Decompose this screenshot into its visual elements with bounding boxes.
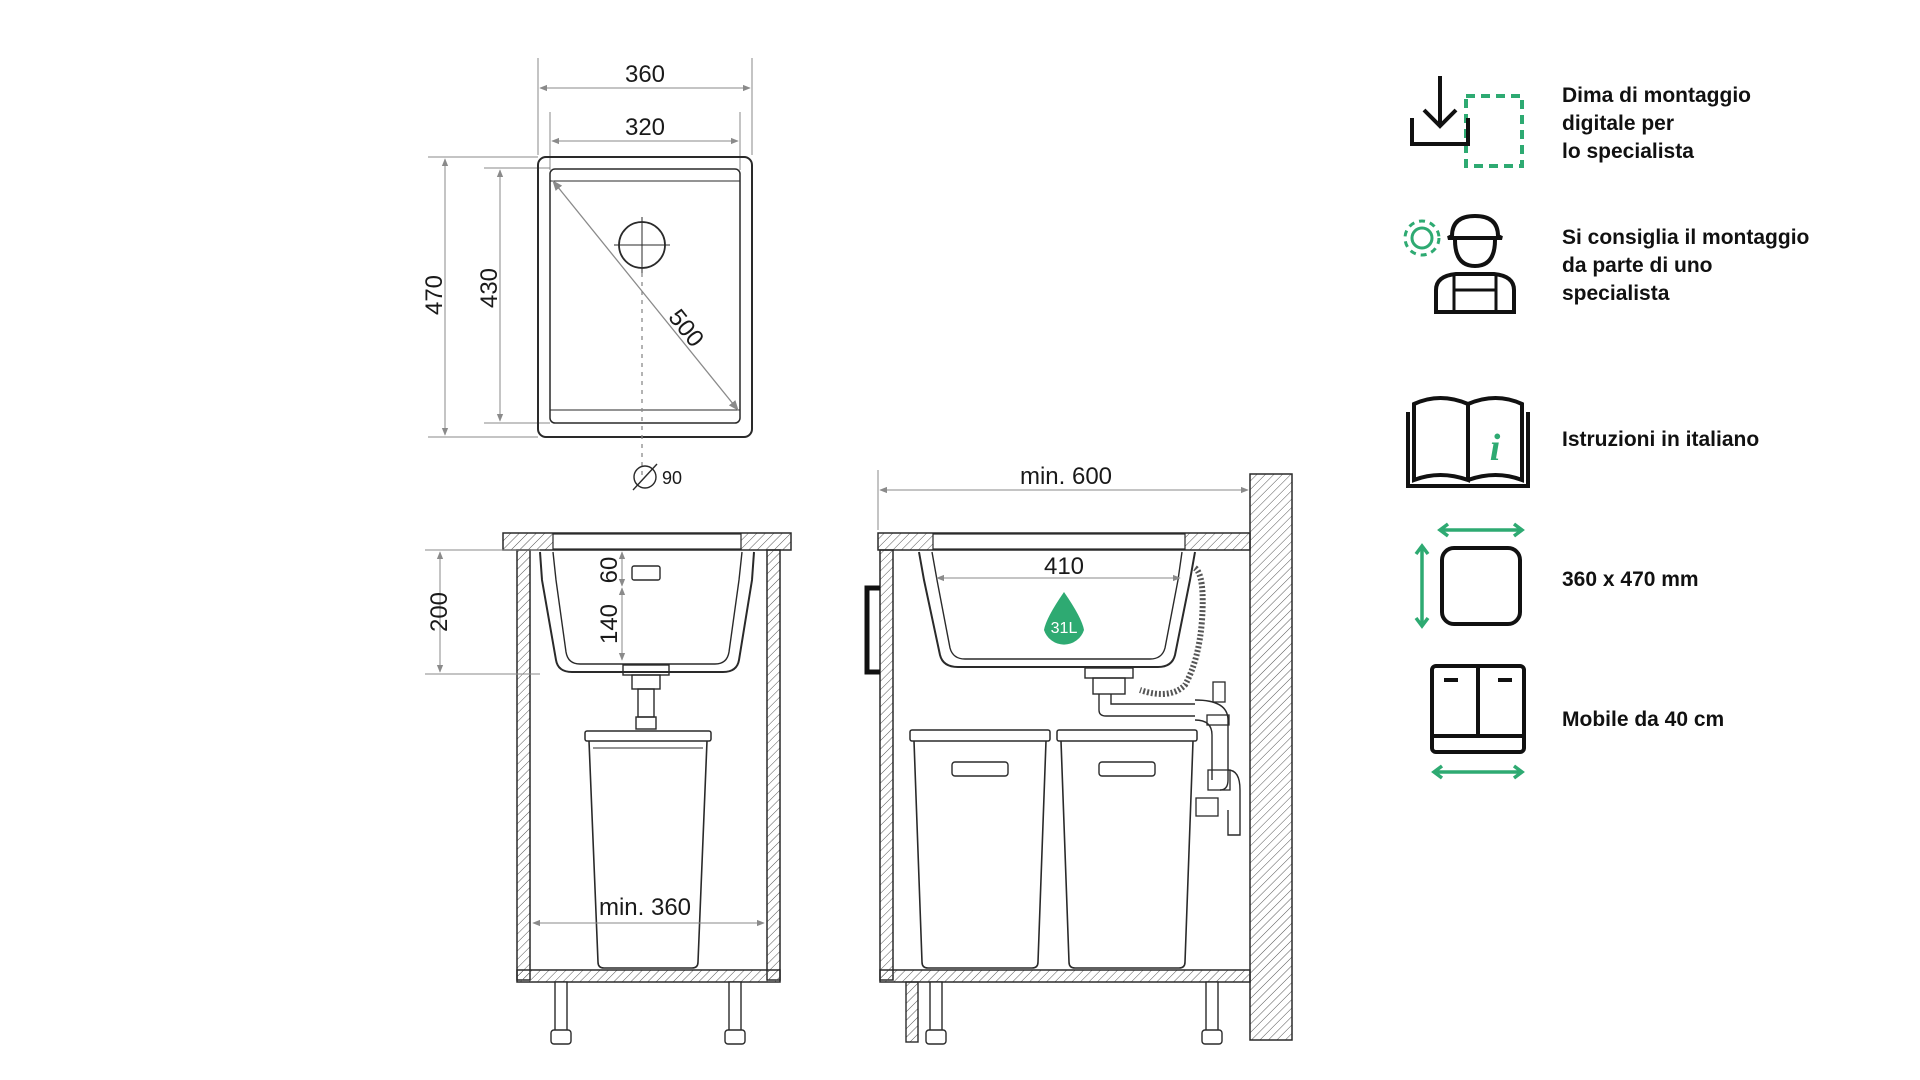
feature-label-installer: Si consiglia il montaggio da parte di un… xyxy=(1562,226,1810,305)
cabinet-bottom xyxy=(516,969,781,983)
cabinet-side-right xyxy=(766,549,781,981)
dim-360: 360 xyxy=(625,61,665,88)
cabinet-handle xyxy=(864,585,880,675)
feature-dimensions: 360 x 470 mm xyxy=(1400,520,1880,640)
dim-410: 410 xyxy=(1044,553,1084,580)
download-template-icon xyxy=(1410,76,1524,168)
feature-label-instructions: Istruzioni in italiano xyxy=(1562,428,1760,451)
feature-digital-template: Dima di montaggio digitale per lo specia… xyxy=(1400,64,1880,184)
book-info-icon: i xyxy=(1406,396,1530,488)
waste-bin-1 xyxy=(913,740,1047,969)
dim-470: 470 xyxy=(421,275,448,315)
waste-bin xyxy=(588,740,708,969)
diameter-icon xyxy=(633,465,657,489)
svg-text:i: i xyxy=(1490,427,1501,469)
feature-label-dimensions: 360 x 470 mm xyxy=(1562,568,1699,591)
dim-200: 200 xyxy=(426,592,453,632)
feature-label-cabinet: Mobile da 40 cm xyxy=(1562,708,1725,731)
cabinet-side-left xyxy=(516,549,531,981)
left-section-view: 200 60 140 min. 360 xyxy=(425,532,792,1045)
dim-min-360: min. 360 xyxy=(599,894,691,921)
installer-gear-icon xyxy=(1403,213,1516,314)
dim-line-500 xyxy=(552,180,739,411)
waste-bin-2 xyxy=(1060,740,1194,969)
feature-label-template: Dima di montaggio digitale per lo specia… xyxy=(1562,84,1751,163)
feature-instructions: i Istruzioni in italiano xyxy=(1400,380,1880,500)
waste-bin-lid xyxy=(584,730,712,742)
water-drop-icon xyxy=(1044,592,1084,645)
dim-drain-90: 90 xyxy=(662,468,682,488)
feature-cabinet: Mobile da 40 cm xyxy=(1400,660,1880,780)
dim-140: 140 xyxy=(596,604,623,644)
dim-500: 500 xyxy=(663,304,709,352)
sink-inner-outline xyxy=(549,168,741,424)
sink-outer-outline xyxy=(537,156,753,438)
cabinet-front-panel xyxy=(879,549,894,981)
dim-430: 430 xyxy=(476,268,503,308)
dim-320: 320 xyxy=(625,114,665,141)
right-section-view: min. 600 410 31L xyxy=(864,463,1293,1045)
volume-label: 31L xyxy=(1051,620,1078,637)
feature-installer: Si consiglia il montaggio da parte di un… xyxy=(1400,206,1880,326)
dim-60: 60 xyxy=(596,557,623,584)
dimensions-icon xyxy=(1414,522,1525,629)
cabinet-icon xyxy=(1430,664,1526,780)
dim-min-600: min. 600 xyxy=(1020,463,1112,490)
wall xyxy=(1249,473,1293,1041)
overflow-slot xyxy=(631,565,661,581)
top-view: 360 320 470 430 500 90 xyxy=(421,58,753,491)
